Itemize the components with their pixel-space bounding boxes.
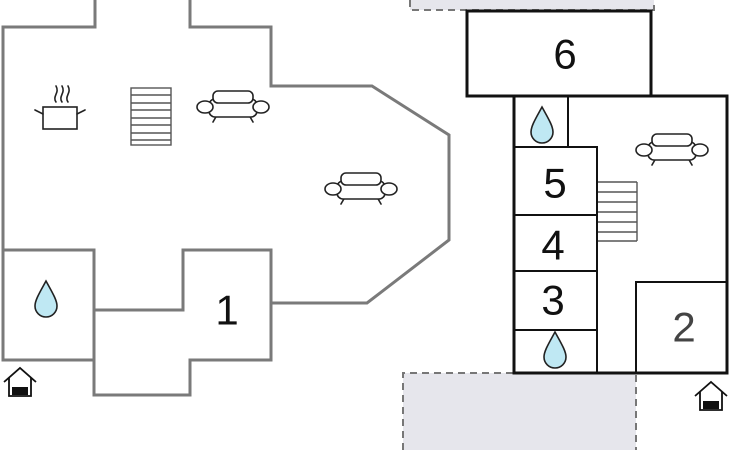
staircase-icon [130, 87, 172, 146]
water-drop-icon [34, 280, 58, 318]
entrance-icon [3, 367, 37, 397]
room-label-4: 4 [541, 222, 564, 269]
room-label-1: 1 [215, 287, 238, 334]
cooking-pot-icon [34, 85, 86, 130]
room-label-6: 6 [553, 31, 576, 78]
left-building [1, 0, 451, 397]
sofa-icon [324, 172, 398, 205]
entrance-icon [694, 381, 728, 411]
room-label-5: 5 [543, 160, 566, 207]
staircase-icon [598, 181, 638, 242]
water-drop-icon [530, 106, 554, 144]
right-building-interior [513, 96, 727, 373]
terrace-bottom [402, 372, 637, 450]
water-drop-icon [543, 331, 567, 369]
room-label-3: 3 [541, 277, 564, 324]
room-1-walls [92, 303, 273, 397]
left-building-outline [1, 0, 451, 312]
sofa-icon [196, 90, 270, 123]
room-label-2: 2 [672, 304, 695, 351]
sofa-icon [635, 133, 709, 166]
terrace-top [409, 0, 655, 11]
